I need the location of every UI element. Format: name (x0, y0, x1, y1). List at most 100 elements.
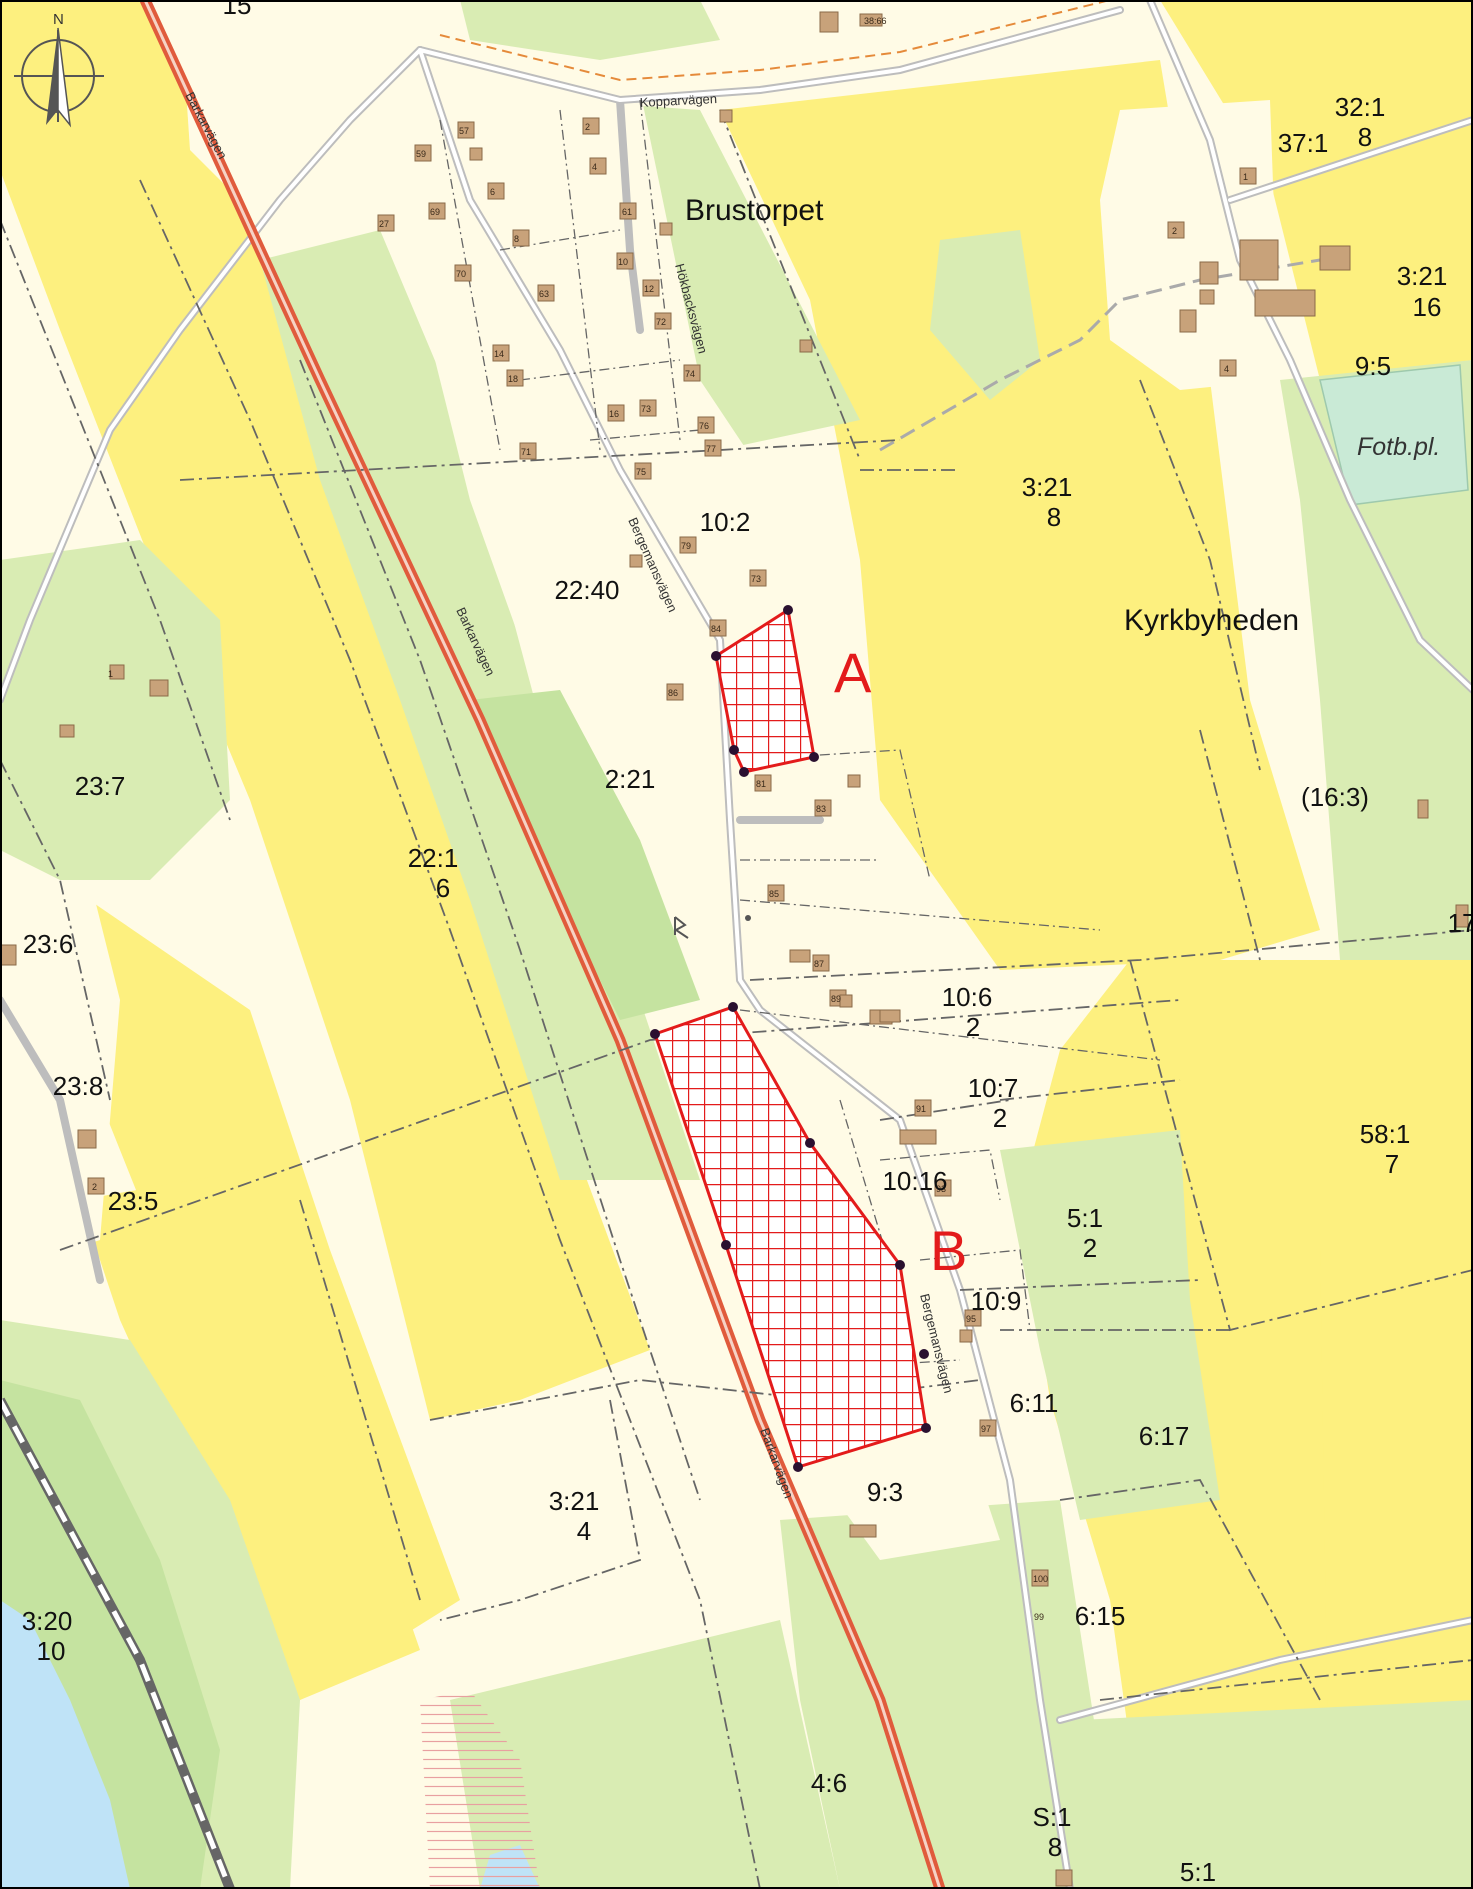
parcel-label: 32:1 (1335, 92, 1386, 122)
house-number: 10 (618, 257, 628, 267)
parcel-label: 3:21 (549, 1486, 600, 1516)
house-number: 79 (681, 541, 691, 551)
sports-field-label: Fotb.pl. (1357, 433, 1440, 461)
house-number: 76 (699, 421, 709, 431)
parcel-sub: 2 (966, 1012, 980, 1042)
sports-field (1319, 364, 1469, 506)
house-number: 81 (756, 779, 766, 789)
parcel-sub: 10 (37, 1636, 66, 1666)
house-number: 97 (981, 1424, 991, 1434)
landmark-icon (674, 916, 689, 939)
house-number: 57 (459, 126, 469, 136)
house-number: 73 (641, 404, 651, 414)
house-number: 87 (814, 959, 824, 969)
house-number: 4 (1224, 364, 1229, 374)
house-number: 6 (490, 187, 495, 197)
house-number: 93 (936, 1184, 946, 1194)
area-b[interactable] (650, 1002, 931, 1472)
north-label: N (53, 11, 64, 28)
area-a-label: A (834, 641, 872, 704)
property-boundaries (0, 109, 1473, 1889)
house-number: 89 (831, 994, 841, 1004)
house-number: 77 (706, 444, 716, 454)
residential-areas (0, 0, 1280, 1560)
place-label-kyrkbyheden: Kyrkbyheden (1124, 604, 1299, 637)
parcel-label: 9:5 (1355, 351, 1391, 381)
parcel-label: 5:1 (1180, 1857, 1216, 1887)
house-number: 16 (609, 409, 619, 419)
parcel-label: 6:11 (1010, 1388, 1059, 1418)
parcel-label: 22:1 (408, 843, 459, 873)
house-number: 18 (508, 374, 518, 384)
parcel-label: 58:1 (1360, 1119, 1411, 1149)
house-number: 14 (494, 349, 504, 359)
parcel-sub: 6 (436, 873, 450, 903)
parcel-label: 10:2 (700, 507, 751, 537)
parcel-label: 6:17 (1139, 1421, 1190, 1451)
house-number: 2 (585, 122, 590, 132)
house-number: 12 (644, 284, 654, 294)
house-number: 8 (514, 234, 519, 244)
parcel-sub: 7 (1385, 1149, 1399, 1179)
house-number: 2 (92, 1182, 97, 1192)
parcel-labels: 15 32:1 8 37:1 3:21 16 9:5 3:21 8 10:2 2… (22, 0, 1473, 1887)
house-number: 59 (416, 149, 426, 159)
parcel-label: 37:1 (1278, 128, 1329, 158)
parcel-label: 9:3 (867, 1477, 903, 1507)
parcel-label: 4:6 (811, 1768, 847, 1798)
parcel-label: 10:16 (882, 1166, 947, 1196)
house-number: 27 (379, 219, 389, 229)
house-number: 69 (430, 207, 440, 217)
house-number: 73 (751, 574, 761, 584)
parcel-label: 15 (223, 0, 252, 20)
house-number: 74 (685, 369, 695, 379)
house-number: 70 (456, 269, 466, 279)
house-number: 86 (668, 688, 678, 698)
house-number: 84 (711, 624, 721, 634)
house-number: 85 (769, 889, 779, 899)
house-number: 71 (521, 447, 531, 457)
parcel-label: (16:3) (1301, 782, 1369, 812)
parcel-label: 10:9 (971, 1286, 1022, 1316)
parcel-label: 6:15 (1075, 1601, 1126, 1631)
parcel-label: 17 (1448, 908, 1473, 938)
house-number: 99 (1034, 1612, 1044, 1622)
parcel-sub: 16 (1413, 292, 1442, 322)
house-number: 2 (1172, 226, 1177, 236)
parcel-label: 23:7 (75, 771, 126, 801)
parcel-label: 3:20 (22, 1606, 73, 1636)
house-number: 61 (622, 207, 632, 217)
parcel-label: S:1 (1032, 1802, 1071, 1832)
north-arrow-icon[interactable]: N (14, 11, 104, 128)
parcel-sub: 8 (1358, 122, 1372, 152)
house-number-labels: 38:66 2 57 4 59 6 27 69 61 8 70 10 63 12… (92, 16, 1248, 1622)
point-marker-icon (745, 915, 751, 921)
parcel-label: 3:21 (1397, 261, 1448, 291)
parcel-sub: 2 (993, 1103, 1007, 1133)
parcel-sub: 8 (1048, 1832, 1062, 1862)
trail (879, 258, 1321, 452)
area-a[interactable] (711, 605, 819, 777)
lake (0, 1600, 130, 1889)
house-number: 75 (636, 467, 646, 477)
house-number: 83 (816, 804, 826, 814)
house-number: 1 (1243, 172, 1248, 182)
house-number: 100 (1033, 1574, 1048, 1584)
parcel-label: 10:7 (968, 1073, 1019, 1103)
house-number: 95 (966, 1314, 976, 1324)
parcel-sub: 4 (577, 1516, 591, 1546)
main-road (140, 0, 946, 1889)
parcel-label: 23:5 (108, 1186, 159, 1216)
parcel-label: 23:6 (23, 929, 74, 959)
buildings (0, 11, 1469, 1887)
hatched-area (420, 1690, 540, 1889)
house-number: 4 (592, 162, 597, 172)
parcel-label: 10:6 (942, 982, 993, 1012)
house-number: 38:66 (864, 16, 887, 26)
parcel-label: 3:21 (1022, 472, 1073, 502)
house-number: 1 (108, 669, 113, 679)
